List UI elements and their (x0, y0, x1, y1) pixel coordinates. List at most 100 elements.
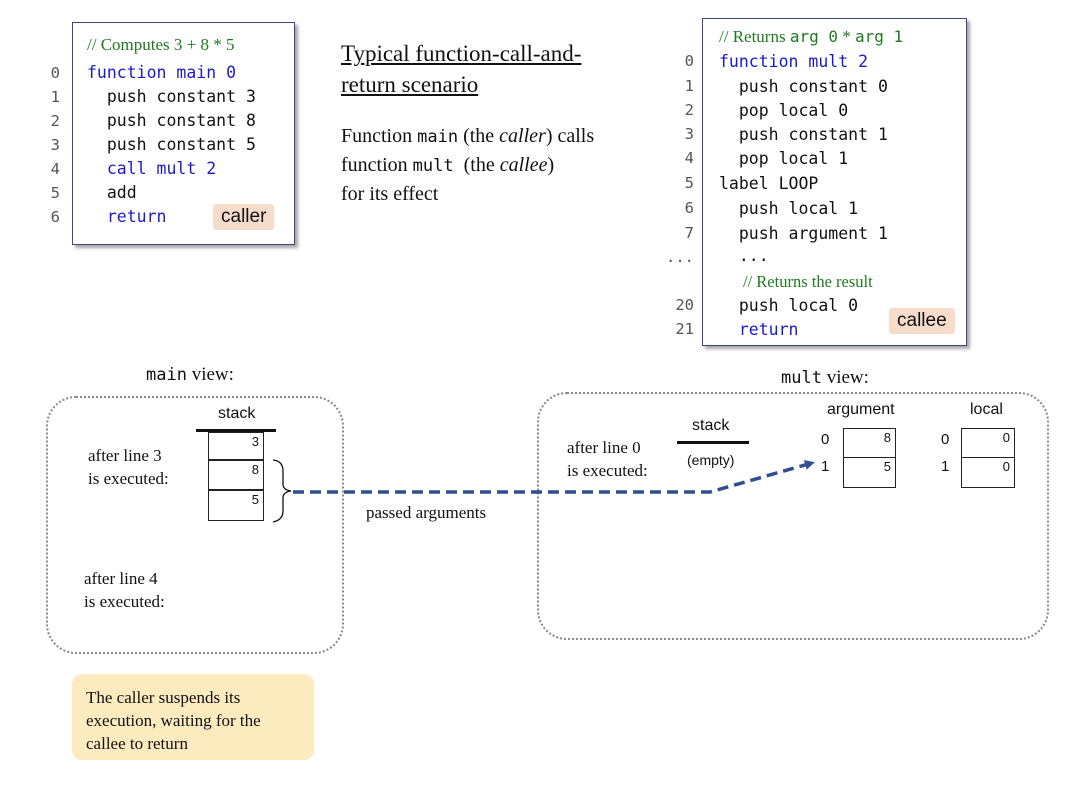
line-number: 5 (50, 184, 60, 202)
code-line: push constant 1 (719, 125, 888, 144)
line-number: 1 (684, 77, 694, 95)
code-line: pop local 1 (719, 149, 849, 168)
code-line: call mult 2 (87, 159, 217, 178)
desc-text: ) (547, 154, 555, 176)
local-cell: 0 (961, 457, 1015, 488)
desc-text: ) calls (545, 125, 595, 147)
line-number: ... (666, 248, 694, 266)
code-line: push constant 3 (87, 87, 256, 106)
code-line: pop local 0 (719, 101, 849, 120)
desc-code: mult (412, 156, 454, 176)
desc-text: (the (453, 154, 500, 176)
mult-stack-label: stack (692, 417, 730, 434)
label-text: is executed: (84, 592, 165, 611)
brace-icon (272, 459, 292, 523)
line-number: 3 (50, 136, 60, 154)
line-number: 2 (684, 101, 694, 119)
caller-code-box: // Computes 3 + 8 * 5 function main 0 pu… (72, 22, 295, 245)
code-line: return (87, 207, 167, 226)
stack-cell: 8 (208, 460, 264, 490)
label-text: is executed: (88, 469, 169, 488)
passed-arguments-arrow (293, 460, 815, 494)
line-number: 21 (675, 320, 694, 338)
line-number: 5 (684, 174, 694, 192)
stack-cell: 3 (208, 432, 264, 460)
line-number: 0 (684, 52, 694, 70)
view-label-text: view: (821, 367, 869, 388)
code-line: function main 0 (87, 63, 237, 82)
code-line: label LOOP (719, 174, 819, 193)
callee-code-box: // Returns arg 0 * arg 1 function mult 2… (702, 18, 967, 346)
diagram-title: Typical function-call-and- return scenar… (341, 38, 581, 100)
argument-label: argument (827, 401, 895, 418)
desc-emphasis: callee (499, 154, 548, 176)
line-number: 1 (50, 88, 60, 106)
line-number: 7 (684, 224, 694, 242)
mult-after-line-0: after line 0 is executed: (567, 436, 648, 482)
code-line: push constant 8 (87, 111, 256, 130)
main-after-line-4: after line 4 is executed: (84, 567, 165, 613)
line-number: 20 (675, 296, 694, 314)
code-line: add (87, 183, 137, 202)
comment-text: * (838, 27, 856, 46)
label-text: is executed: (567, 461, 648, 480)
main-view-frame (46, 396, 344, 654)
argument-index: 1 (821, 458, 830, 475)
desc-emphasis: caller (499, 125, 546, 147)
local-index: 0 (941, 431, 950, 448)
label-text: after line 4 (84, 569, 158, 588)
local-index: 1 (941, 458, 950, 475)
main-stack-label: stack (218, 405, 256, 422)
title-line-2: return scenario (341, 72, 479, 97)
stack-empty-text: (empty) (687, 452, 735, 468)
line-number: 6 (50, 208, 60, 226)
title-line-1: Typical function-call-and- (341, 41, 582, 66)
line-number: 6 (684, 199, 694, 217)
line-number: 3 (684, 125, 694, 143)
desc-text: for its effect (341, 183, 439, 205)
callee-tag: callee (889, 308, 955, 334)
label-text: after line 3 (88, 446, 162, 465)
desc-text: (the (458, 125, 500, 147)
argument-index: 0 (821, 431, 830, 448)
mult-view-frame (537, 392, 1049, 640)
code-line: push constant 0 (719, 77, 888, 96)
desc-text: function (341, 154, 413, 176)
desc-code: main (417, 127, 459, 147)
view-label-code: main (146, 365, 187, 385)
code-line: push argument 1 (719, 224, 888, 243)
description: Function main (the caller) calls functio… (341, 122, 661, 208)
stack-base-bar (677, 441, 749, 444)
local-label: local (970, 401, 1003, 418)
comment-code: arg 0 (789, 27, 839, 46)
comment-code: arg 1 (855, 27, 904, 46)
code-line: ... (719, 246, 769, 265)
code-line: function mult 2 (719, 52, 869, 71)
line-number: 4 (50, 160, 60, 178)
caller-tag: caller (213, 204, 275, 230)
code-line: return (719, 320, 799, 339)
callee-comment: // Returns arg 0 * arg 1 (719, 27, 903, 47)
argument-cell: 5 (843, 457, 896, 488)
passed-arguments-label: passed arguments (366, 503, 487, 522)
line-number: 0 (50, 64, 60, 82)
line-number: 4 (684, 149, 694, 167)
view-label-code: mult (781, 368, 822, 388)
desc-text: Function (341, 125, 418, 147)
main-view-label: main view: (146, 364, 234, 386)
stack-cell: 5 (208, 490, 264, 521)
code-line: push local 0 (719, 296, 859, 315)
caller-suspends-note: The caller suspends its execution, waiti… (72, 674, 314, 760)
line-number: 2 (50, 112, 60, 130)
caller-comment: // Computes 3 + 8 * 5 (87, 35, 235, 54)
code-line: push constant 5 (87, 135, 256, 154)
code-line: push local 1 (719, 199, 859, 218)
view-label-text: view: (186, 364, 234, 385)
result-comment: // Returns the result (743, 272, 873, 291)
label-text: after line 0 (567, 438, 641, 457)
mult-view-label: mult view: (781, 367, 869, 389)
main-after-line-3: after line 3 is executed: (88, 444, 169, 490)
stack-base-bar (196, 429, 276, 432)
local-cell: 0 (961, 428, 1015, 458)
